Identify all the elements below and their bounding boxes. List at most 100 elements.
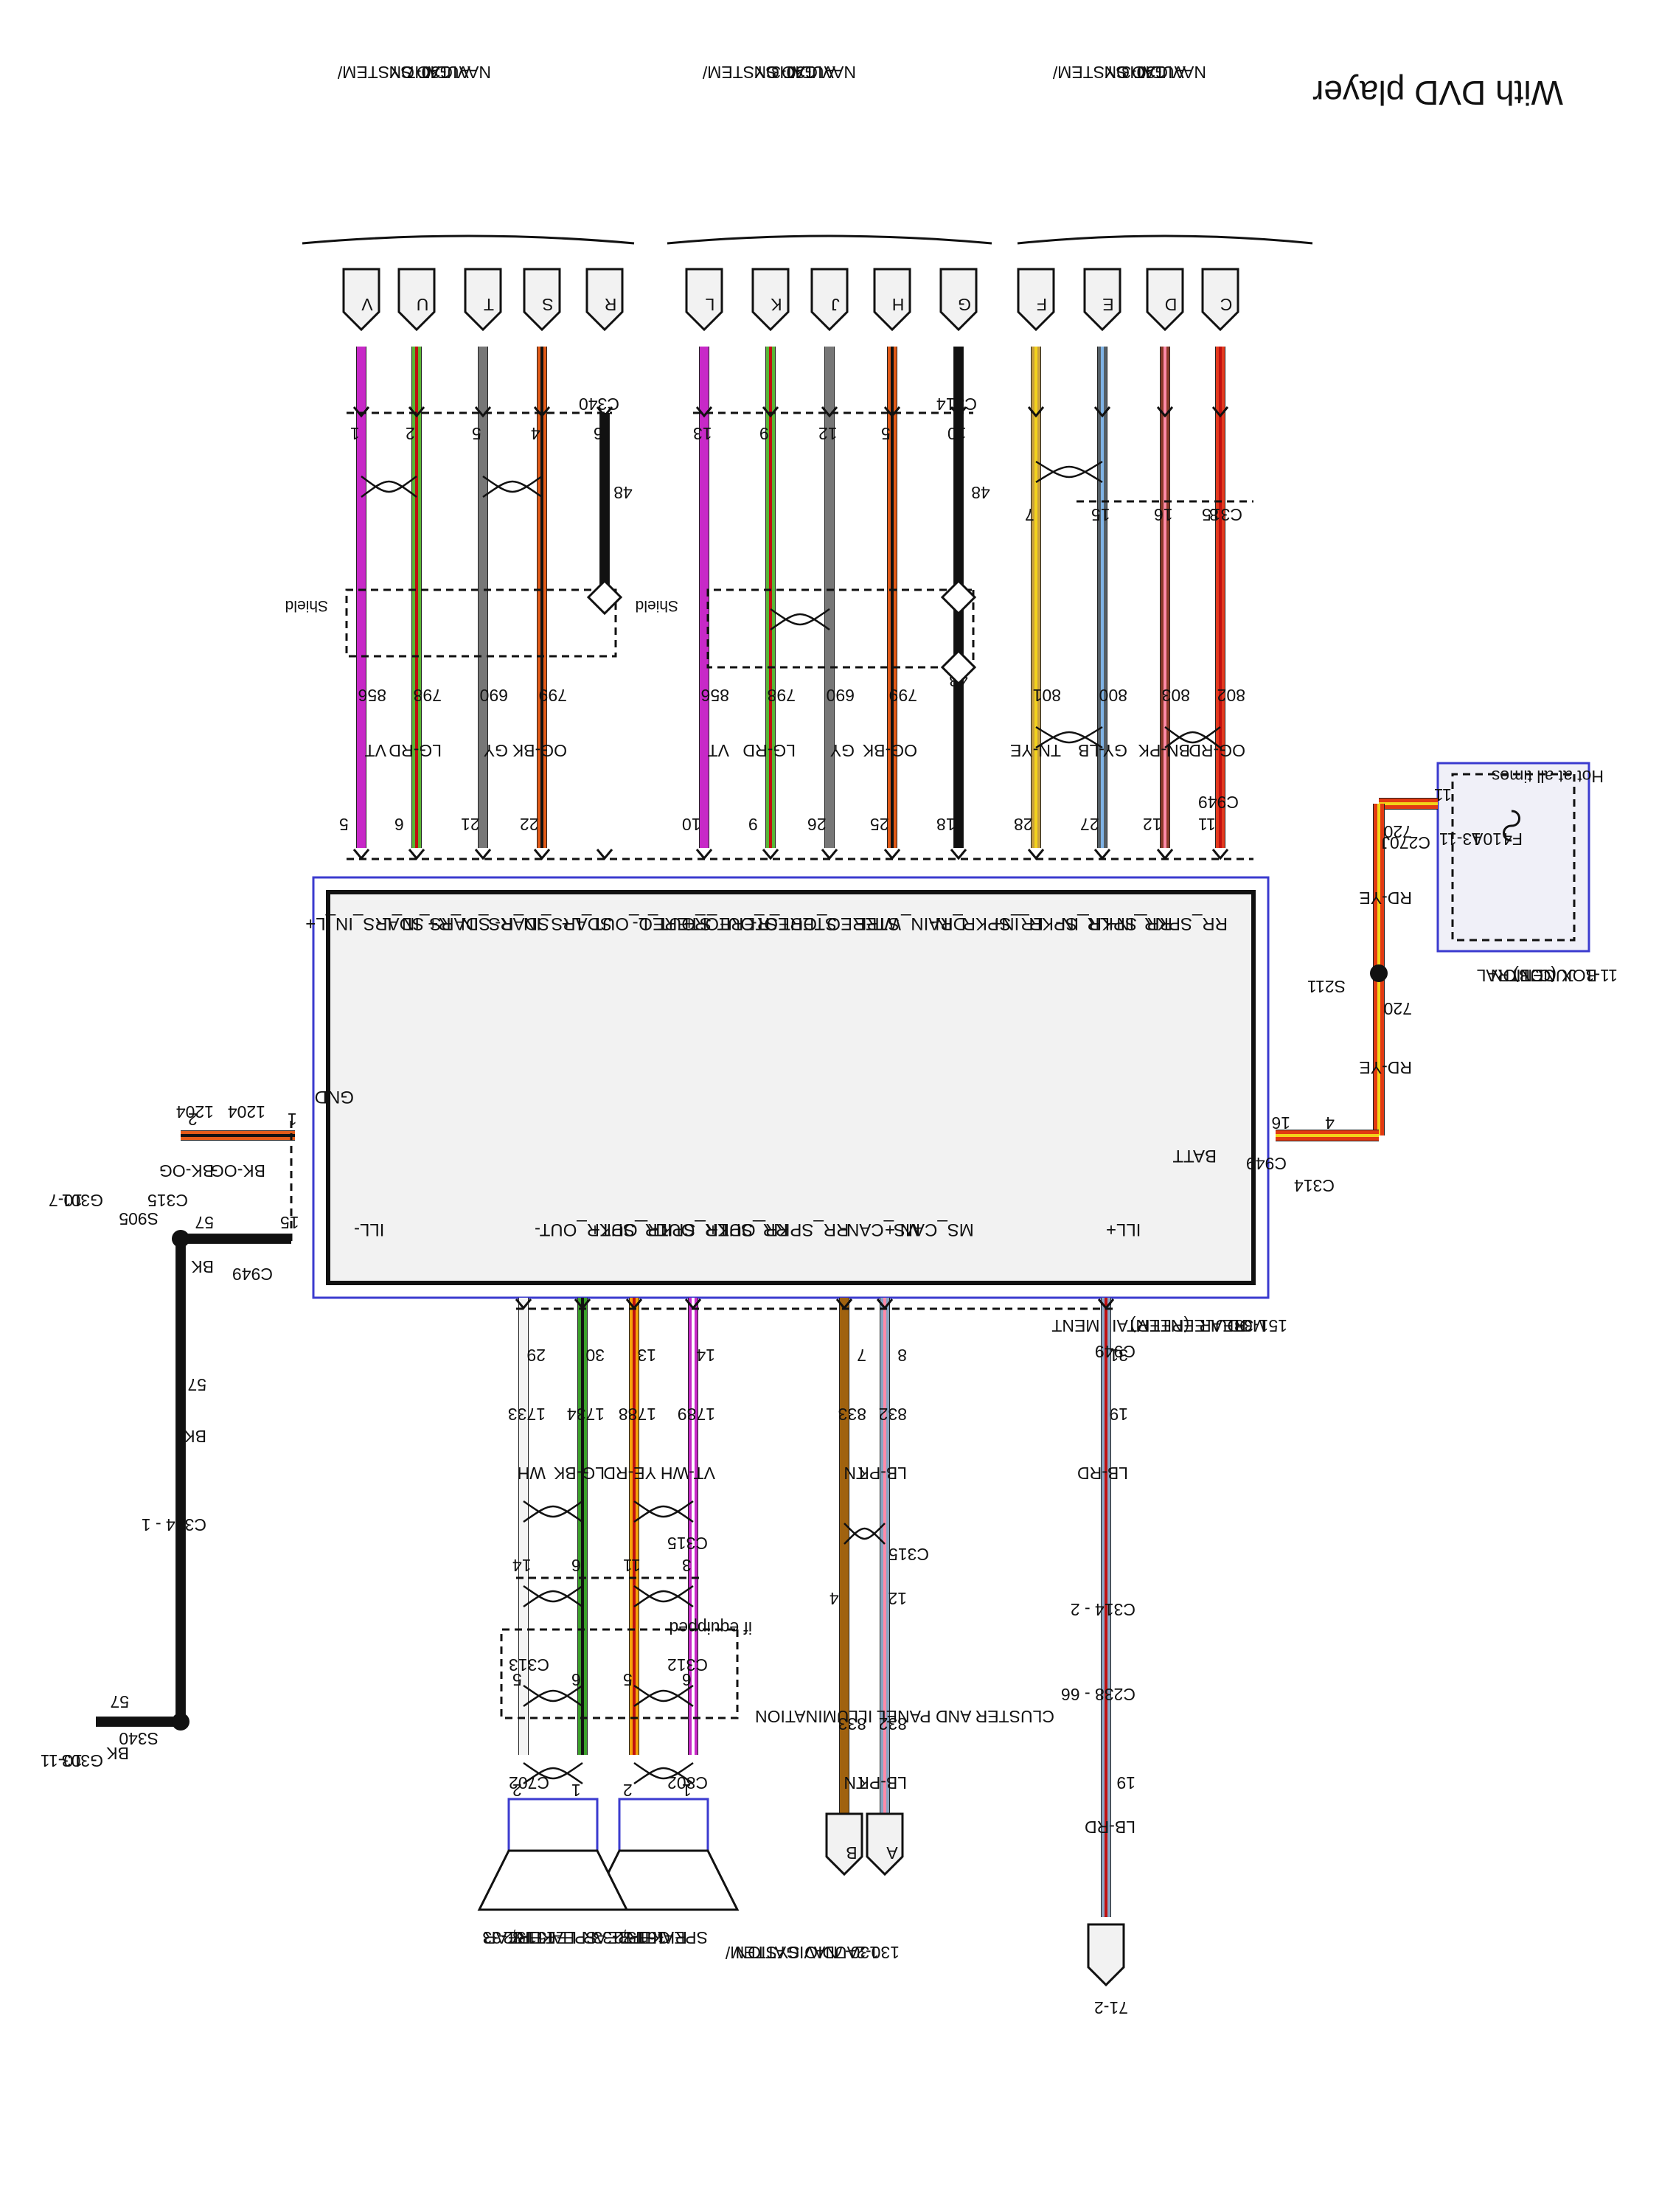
wire-e-chevron-1 [1093, 406, 1111, 418]
wire-1733-color: WH [518, 1464, 546, 1483]
module-pin-sdars-in-l-: SDARS_IN_L+ [305, 914, 424, 933]
wire-u-circuit: 798 [414, 686, 442, 705]
batt-circuit-2: 720 [1384, 999, 1412, 1018]
wire-833-color: TN [844, 1464, 866, 1483]
wire-l-letter: L [705, 295, 714, 314]
cjb-box [1436, 762, 1590, 953]
wire-1734-circuit: 1734 [567, 1405, 605, 1424]
speaker-left-rear-cone [477, 1849, 629, 1911]
c313-label: C313 [509, 1655, 549, 1674]
ref-g3-line-0: 130-7 [406, 63, 450, 82]
batt-circuit-1: 720 [1384, 822, 1412, 841]
wire-s-circuit: 799 [539, 686, 567, 705]
s905-label: S905 [119, 1209, 159, 1228]
wire-d-chevron-2 [1156, 849, 1174, 860]
module-pin-r-0: ILL+ [1106, 1220, 1141, 1239]
wire-833-pin: 7 [857, 1346, 866, 1365]
spk-pin-4: 5 [623, 1670, 633, 1689]
connector-illum [1087, 1923, 1125, 1987]
spk-pin-7: 6 [571, 1670, 581, 1689]
wire-833-color2: TN [844, 1773, 866, 1792]
spk-pin-0: 3 [682, 1556, 692, 1575]
splice-s340 [172, 1713, 189, 1731]
wire-e-color: GY-LB [1078, 741, 1127, 760]
wire-d-color: BN-PK [1138, 741, 1190, 760]
connector-j [810, 268, 849, 332]
wire-1789-color: VT-WH [661, 1464, 715, 1483]
gnd-c315-pin: 2 [188, 1110, 198, 1129]
group-brace-3 [302, 234, 635, 245]
batt-color-1: RD-YE [1359, 888, 1412, 908]
cjb-pin: 11 [1434, 785, 1452, 804]
cjb-label-1: JUNCTION [1491, 966, 1576, 985]
batt-c949-pin: 16 [1271, 1113, 1290, 1133]
ill-color: BK [191, 1257, 214, 1276]
gnd-color-2: BK-OG [211, 1161, 265, 1180]
ref-g3-line-2: NAVIGATION [389, 63, 491, 82]
wire-f-c949-pin: 28 [1014, 815, 1033, 834]
wire-v-circuit: 856 [358, 686, 386, 705]
wire-f-chevron-1 [1027, 406, 1045, 418]
module-outer-border [312, 876, 1270, 1299]
module-pin-r-6: LR_SPKR_OUT- [535, 1220, 667, 1239]
wire-l-c949-pin: 10 [682, 815, 701, 834]
splice-s905 [172, 1230, 189, 1248]
pin-2: 15 [1091, 505, 1110, 524]
twist-r-0 [633, 1500, 694, 1523]
twist-6 [482, 475, 543, 498]
module-pin-stereo-out-r-: STEREO_OUT_R+ [684, 914, 837, 933]
pin-11: 5 [472, 424, 481, 443]
pin-9: 6 [594, 424, 603, 443]
wire-u-chevron-2 [408, 849, 425, 860]
illum-c314: C314 - 2 [1071, 1600, 1135, 1619]
wire-1788-pin: 13 [637, 1346, 656, 1365]
module-pin-r-1: MS_CAN + [885, 1220, 974, 1239]
wire-833-circuit: 833 [838, 1405, 866, 1424]
module-pin-drain-wire: DRAIN_WIRE [855, 914, 966, 933]
wire-1733-pin: 29 [526, 1346, 546, 1365]
ref-bottom-1: 130-7 [835, 1943, 879, 1962]
wire-1789-circuit: 1789 [678, 1405, 715, 1424]
wire-832-color2: LB-PK [858, 1773, 907, 1792]
module-label-0: REAR ENTERTAINMENT [1051, 1316, 1246, 1335]
wire-s-chevron-2 [533, 849, 551, 860]
wire-k-letter: K [771, 295, 782, 314]
wire-j-c949-pin: 26 [807, 815, 827, 834]
connector-u [397, 268, 436, 332]
speaker-right-rear-label-2: 151-32 [613, 1928, 667, 1947]
wire-c-letter: C [1220, 295, 1233, 314]
connector-r [585, 268, 624, 332]
connector-a-letter: A [886, 1843, 898, 1863]
wire-k-circuit: 798 [768, 686, 796, 705]
wire-h-circuit: 799 [889, 686, 917, 705]
shield-box-1 [706, 588, 975, 669]
connector-e [1083, 268, 1121, 332]
diagram-title: With DVD player [1312, 74, 1563, 112]
c949-top-label: C949 [1198, 793, 1239, 812]
cjb-label-2: BOX (CJB) [1513, 966, 1597, 985]
wire-1733-circuit: 1733 [508, 1405, 546, 1424]
gnd-c314: C314 - 1 [142, 1515, 206, 1534]
gnd-color-1: BK-OG [159, 1161, 214, 1180]
connector-v [342, 268, 380, 332]
speaker-left-rear-label-1: LEFT REAR [484, 1928, 577, 1947]
twist-r-3 [633, 1761, 694, 1785]
speaker-right-rear-label-0: SPEAKER, [623, 1928, 708, 1947]
bk-g303: BK [106, 1744, 129, 1763]
wire-832-c315: 12 [888, 1589, 907, 1608]
wire-s-chevron-1 [533, 406, 551, 418]
ref-g1-line-0: 130-3 [1121, 63, 1165, 82]
twist-l-2 [523, 1684, 583, 1708]
wire-832-pin: 8 [897, 1346, 907, 1365]
module-pin-r-2: MS_CAN- [841, 1220, 920, 1239]
wire-r-chevron-2 [596, 849, 613, 860]
wire-t-letter: T [484, 295, 494, 314]
drain-pin-48b: 48 [613, 483, 633, 502]
twist-4 [770, 608, 830, 631]
c315-spk-label: C315 [667, 1534, 708, 1553]
ref-g1-line-2: NAVIGATION [1105, 63, 1206, 82]
wire-l-chevron-2 [695, 849, 713, 860]
wire-j-circuit: 690 [827, 686, 855, 705]
